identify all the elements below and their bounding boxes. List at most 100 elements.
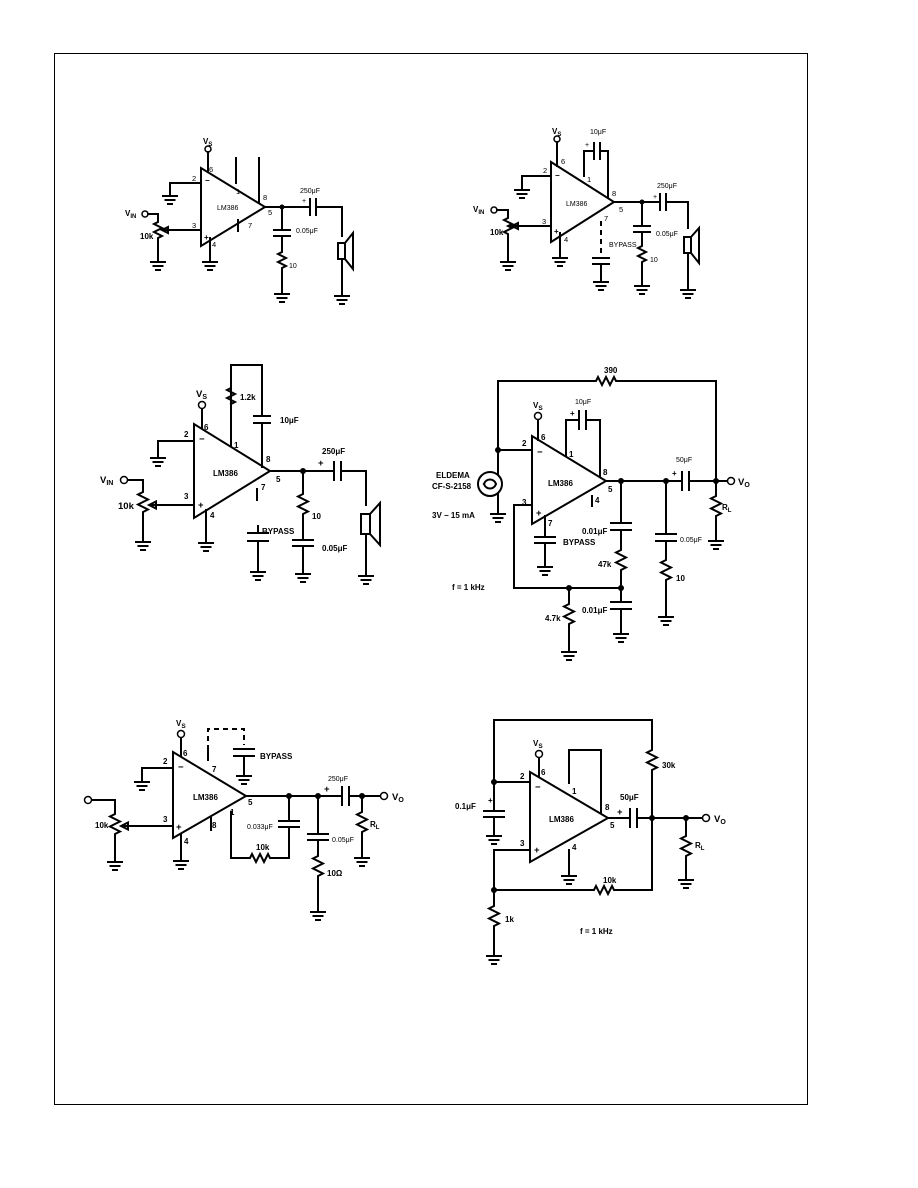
pin-3: 3 <box>163 815 168 824</box>
pin-3: 3 <box>520 839 525 848</box>
pin-2: 2 <box>520 772 525 781</box>
c-out-label: 250μF <box>657 183 677 190</box>
vin-terminal <box>119 475 129 485</box>
pin-7: 7 <box>548 519 553 528</box>
circuit-gain-50-amplifier: LM386 − + VS 6 2 1.2k 10μF 1 8 5 7 BYPAS… <box>100 364 381 585</box>
pin-2: 2 <box>522 439 527 448</box>
c-out-plus: + <box>672 469 677 478</box>
pin-2: 2 <box>163 757 168 766</box>
pin-5: 5 <box>610 821 615 830</box>
c-in-label: 0.1μF <box>455 802 476 811</box>
opamp-label: LM386 <box>217 205 239 212</box>
pin-3: 3 <box>522 498 527 507</box>
pin-1: 1 <box>230 808 235 817</box>
r-zobel-label: 10 <box>289 263 297 270</box>
circuit-wien-bridge-oscillator: LM386 − + 390 2 VS 6 10μF + 1 8 5 4 7 BY… <box>432 366 750 661</box>
pin-8: 8 <box>605 803 610 812</box>
r-gnd-label: 1k <box>505 915 514 924</box>
c-in-plus: + <box>488 796 493 805</box>
pin-4: 4 <box>184 837 189 846</box>
speaker <box>683 236 692 254</box>
c-gain-label: 10μF <box>590 129 606 136</box>
vs-label: VS <box>176 719 186 730</box>
r-zobel-label: 10 <box>676 574 685 583</box>
frequency-label: f = 1 kHz <box>452 583 485 592</box>
vs-terminal <box>176 729 186 739</box>
input-terminal <box>83 795 93 805</box>
c2-label: 0.01μF <box>582 606 607 615</box>
c-zobel-label: 0.05μF <box>656 231 678 238</box>
vs-label: VS <box>533 401 543 412</box>
pin-3: 3 <box>192 221 196 230</box>
r-fb-label: 10k <box>603 876 617 885</box>
minus-sign: − <box>178 762 184 773</box>
pin-5: 5 <box>619 205 623 214</box>
c-out-plus: + <box>318 458 324 469</box>
opamp-label: LM386 <box>549 815 574 824</box>
vs-terminal <box>533 411 543 421</box>
vo-label: VO <box>392 792 404 804</box>
pot-label: 10k <box>118 501 135 512</box>
c-zobel-label: 0.05μF <box>322 544 347 553</box>
minus-sign: − <box>205 176 210 185</box>
c-out-plus: + <box>653 194 657 201</box>
r-zobel-label: 10 <box>650 257 658 264</box>
minus-sign: − <box>199 434 205 445</box>
c-out-label: 50μF <box>676 457 692 464</box>
pin-5: 5 <box>268 208 272 217</box>
pin-8: 8 <box>612 189 616 198</box>
pin-1: 1 <box>587 175 591 184</box>
pin-7: 7 <box>604 214 608 223</box>
c-zobel-label: 0.05μF <box>332 837 354 844</box>
vin-label: VIN <box>100 475 113 487</box>
opamp-lm386 <box>200 166 267 248</box>
c-gain-plus: + <box>585 142 589 149</box>
r-bass-label: 10k <box>256 843 270 852</box>
c-gain-plus: + <box>570 409 575 418</box>
r-gain-label: 1.2k <box>240 393 256 402</box>
r-zobel-label: 10 <box>312 512 321 521</box>
opamp-label: LM386 <box>193 793 218 802</box>
pin-3: 3 <box>184 492 189 501</box>
pin-6: 6 <box>183 749 188 758</box>
pin-6: 6 <box>209 165 213 174</box>
c-gain-label: 10μF <box>280 416 299 425</box>
circuit-square-wave-oscillator: LM386 − + VS 6 1 8 5 4 30k 2 0.1μF + 3 1… <box>455 719 726 965</box>
bypass-label: BYPASS <box>262 527 295 536</box>
speaker <box>337 242 346 260</box>
pin-7: 7 <box>261 483 266 492</box>
c1-label: 0.01μF <box>582 527 607 536</box>
lamp-part: CF-S-2158 <box>432 482 472 491</box>
bypass-label: BYPASS <box>260 752 293 761</box>
vs-label: VS <box>533 739 543 750</box>
opamp-lm386 <box>172 750 248 840</box>
lamp <box>477 471 503 497</box>
pin-4: 4 <box>572 843 577 852</box>
pin-2: 2 <box>192 174 196 183</box>
vin-label: VIN <box>125 209 136 220</box>
pot-label: 10k <box>490 228 504 237</box>
frequency-label: f = 1 kHz <box>580 927 613 936</box>
vo-terminal <box>379 791 389 801</box>
c-out-plus: + <box>302 198 306 205</box>
vs-label: VS <box>552 127 561 138</box>
opamp-lm386 <box>550 160 616 244</box>
pin-1: 1 <box>234 441 239 450</box>
lamp-rating: 3V − 15 mA <box>432 511 475 520</box>
opamp-lm386 <box>193 422 272 520</box>
vs-terminal <box>197 400 207 410</box>
page-frame <box>54 53 808 1105</box>
vin-label: VIN <box>473 205 484 216</box>
vo-terminal <box>726 476 736 486</box>
opamp-label: LM386 <box>548 479 573 488</box>
c-out-label: 250μF <box>300 188 320 195</box>
circuit-gain-200-amplifier: LM386 − + VS 6 2 10μF + 1 8 5 7 BYPASS 4… <box>473 127 700 299</box>
r1-label: 47k <box>598 560 612 569</box>
pin-4: 4 <box>212 240 216 249</box>
pot-label: 10k <box>140 232 154 241</box>
r-top-label: 30k <box>662 761 676 770</box>
pin-7: 7 <box>212 765 217 774</box>
minus-sign: − <box>537 447 543 458</box>
minus-sign: − <box>535 782 541 793</box>
